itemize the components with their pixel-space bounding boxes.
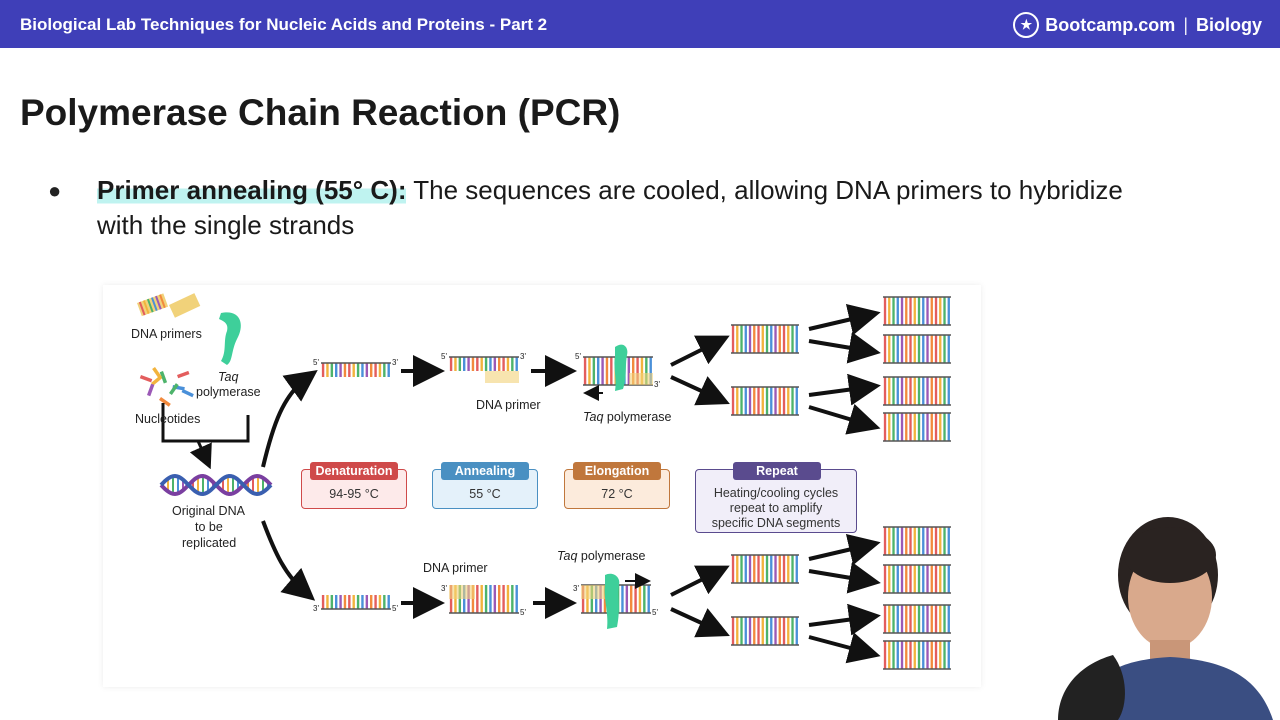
stage-elongation-name: Elongation — [573, 462, 661, 480]
process-arrows — [401, 303, 881, 664]
pcr-diagram: 5' 3' 5' 3' 5' 3' 3' 5' 3' 5' 3' 5' DNA primers Taq… — [103, 285, 981, 687]
arrow-elongate-to-product-bottom-1 — [670, 565, 730, 597]
stage-denaturation: Denaturation 94-95 °C — [301, 462, 407, 509]
stage-annealing: Annealing 55 °C — [432, 462, 538, 509]
amplified-product-3 — [883, 376, 951, 406]
label-taq: Taq — [218, 370, 239, 384]
label-dna-primers: DNA primers — [131, 327, 202, 341]
product-top-2 — [731, 386, 799, 416]
arrow-to-top-strand — [261, 369, 318, 468]
label-taq-polymerase-bottom: Taq polymerase — [557, 549, 646, 564]
taq-polymerase-bottom-icon — [604, 573, 620, 629]
product-top-1 — [731, 324, 799, 354]
arrow-elongate-to-product-bottom-2 — [670, 607, 730, 638]
single-strand-bottom: 3' 5' — [313, 595, 398, 613]
arrow-amplify-8 — [808, 632, 881, 664]
slide-title: Polymerase Chain Reaction (PCR) — [20, 92, 621, 133]
product-bottom-2 — [731, 616, 799, 646]
bootcamp-logo-icon: ★ — [1013, 12, 1040, 38]
label-to-be: to be — [195, 520, 223, 534]
label-replicated: replicated — [182, 536, 237, 550]
bullet-highlight: Primer annealing (55° C): — [97, 175, 407, 205]
label-polymerase-top: polymerase — [606, 410, 672, 424]
svg-text:5': 5' — [652, 608, 658, 617]
arrow-amplify-7 — [808, 603, 881, 636]
stage-annealing-temp: 55 °C — [469, 487, 501, 501]
arrow-amplify-4 — [808, 403, 881, 435]
svg-text:3': 3' — [313, 604, 319, 613]
amplified-product-8 — [883, 640, 951, 670]
amplified-product-4 — [883, 412, 951, 442]
bracket-arrow — [189, 440, 212, 470]
amplified-product-7 — [883, 604, 951, 634]
stage-elongation: Elongation 72 °C — [564, 462, 670, 509]
annealing-strand-top: 5' 3' — [441, 352, 526, 383]
label-dna-primer-top: DNA primer — [476, 398, 541, 412]
stage-elongation-temp: 72 °C — [601, 487, 633, 501]
bullet-text: The sequences are cooled, allowing DNA p… — [97, 175, 1123, 240]
svg-text:3': 3' — [441, 584, 447, 593]
reagent-bracket — [161, 403, 250, 443]
brand[interactable]: ★ Bootcamp.com | Biology — [1013, 11, 1262, 39]
stage-repeat-name: Repeat — [733, 462, 821, 480]
stage-repeat-desc: Heating/cooling cycles repeat to amplify… — [696, 486, 856, 531]
stage-annealing-name: Annealing — [441, 462, 529, 480]
svg-text:5': 5' — [441, 352, 447, 361]
arrow-amplify-3 — [808, 373, 881, 406]
arrow-amplify-6 — [808, 561, 881, 594]
label-original-dna: Original DNA — [172, 504, 245, 518]
stage-repeat: Repeat Heating/cooling cycles repeat to … — [695, 462, 857, 533]
amplified-product-2 — [883, 334, 951, 364]
stage-denaturation-temp: 94-95 °C — [329, 487, 379, 501]
arrow-amplify-1 — [808, 303, 881, 336]
label-polymerase-bottom: polymerase — [580, 549, 646, 563]
svg-text:3': 3' — [654, 380, 660, 389]
amplified-product-5 — [883, 526, 951, 556]
label-taq-top-italic: Taq — [583, 410, 604, 424]
amplified-product-1 — [883, 296, 951, 326]
svg-text:5': 5' — [520, 608, 526, 617]
svg-text:5': 5' — [392, 604, 398, 613]
label-dna-primer-bottom: DNA primer — [423, 561, 488, 575]
label-taq-bottom-italic: Taq — [557, 549, 578, 563]
arrow-elongate-to-product-top-1 — [670, 335, 730, 367]
label-taq-polymerase-top: Taq polymerase — [583, 410, 672, 425]
lesson-title: Biological Lab Techniques for Nucleic Ac… — [20, 15, 548, 34]
amplified-product-6 — [883, 564, 951, 594]
original-dna-helix-icon — [159, 473, 273, 497]
svg-text:5': 5' — [313, 358, 319, 367]
nucleotides-icon — [139, 367, 194, 407]
svg-text:3': 3' — [392, 358, 398, 367]
stage-repeat-line1: Heating/cooling cycles — [713, 486, 839, 500]
pcr-diagram-graphics: 5' 3' 5' 3' 5' 3' 3' 5' 3' 5' 3' 5' — [137, 293, 951, 670]
brand-separator: | — [1183, 14, 1188, 35]
stage-repeat-line2: repeat to amplify — [729, 501, 823, 515]
arrow-elongate-to-product-top-2 — [670, 375, 730, 406]
arrow-to-bottom-strand — [261, 520, 316, 601]
single-strand-top: 5' 3' — [313, 358, 398, 377]
bullet-icon: ● — [48, 178, 62, 203]
stage-denaturation-name: Denaturation — [310, 462, 398, 480]
dna-primers-icon — [137, 293, 201, 318]
label-polymerase: polymerase — [196, 385, 261, 399]
product-bottom-1 — [731, 554, 799, 584]
brand-name: Bootcamp.com — [1045, 14, 1176, 35]
header-bar: Biological Lab Techniques for Nucleic Ac… — [0, 0, 1280, 48]
taq-polymerase-icon — [219, 312, 241, 365]
bullet-point: Primer annealing (55° C): The sequences … — [97, 173, 1137, 243]
arrow-amplify-5 — [808, 533, 881, 566]
stage-repeat-line3: specific DNA segments — [711, 516, 841, 530]
annealing-strand-bottom: 3' 5' — [441, 584, 526, 617]
dna-strands: 5' 3' 5' 3' 5' 3' 3' 5' 3' 5' 3' 5' — [313, 296, 951, 670]
arrow-amplify-2 — [808, 331, 881, 364]
brand-subject: Biology — [1196, 14, 1262, 35]
svg-text:5': 5' — [575, 352, 581, 361]
label-nucleotides: Nucleotides — [135, 412, 201, 426]
svg-text:3': 3' — [520, 352, 526, 361]
svg-text:3': 3' — [573, 584, 579, 593]
presenter-webcam — [1058, 505, 1280, 720]
taq-polymerase-top-icon — [614, 344, 628, 391]
